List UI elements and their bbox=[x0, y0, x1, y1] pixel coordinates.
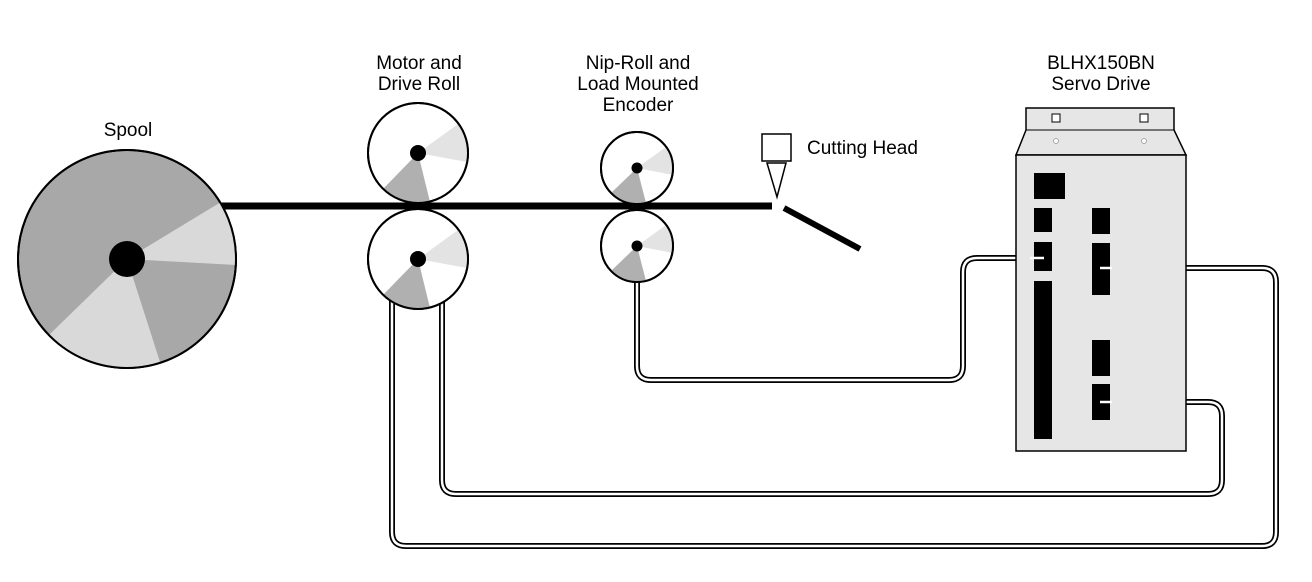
cutting-head-label: Cutting Head bbox=[807, 138, 918, 159]
nip-roll-lower-encoder bbox=[600, 209, 674, 283]
labels: Spool Motor and Drive Roll Nip-Roll and … bbox=[104, 53, 1155, 159]
drive-io-strip bbox=[1034, 281, 1052, 439]
drive-display bbox=[1034, 173, 1065, 199]
nip-label-line1: Nip-Roll and bbox=[586, 53, 691, 74]
drive-roll-lower bbox=[367, 208, 469, 310]
spool-label: Spool bbox=[104, 120, 153, 141]
drive-roll-upper bbox=[367, 102, 469, 204]
drive-connector-right-1 bbox=[1092, 208, 1110, 234]
drive-label-line2: Servo Drive bbox=[1051, 74, 1150, 95]
motor-label-line2: Drive Roll bbox=[378, 74, 460, 95]
spool-hub bbox=[109, 241, 145, 277]
nip-label-line2: Load Mounted bbox=[577, 74, 699, 95]
servo-drive bbox=[1014, 107, 1188, 452]
encoder-cable bbox=[634, 255, 1044, 383]
nip-label-line3: Encoder bbox=[603, 95, 674, 116]
cutting-head bbox=[761, 133, 792, 200]
cut-web-end bbox=[782, 205, 862, 252]
cables bbox=[389, 255, 1279, 549]
drive-mount-bracket bbox=[1014, 107, 1188, 156]
drive-label-line1: BLHX150BN bbox=[1047, 53, 1155, 74]
spool bbox=[17, 149, 237, 369]
motor-label-line1: Motor and bbox=[376, 53, 462, 74]
drive-connector-left-1 bbox=[1034, 208, 1052, 232]
drive-connector-encoder bbox=[1034, 242, 1052, 271]
nip-roll-upper bbox=[600, 131, 674, 205]
drive-connector-right-3 bbox=[1092, 340, 1110, 376]
